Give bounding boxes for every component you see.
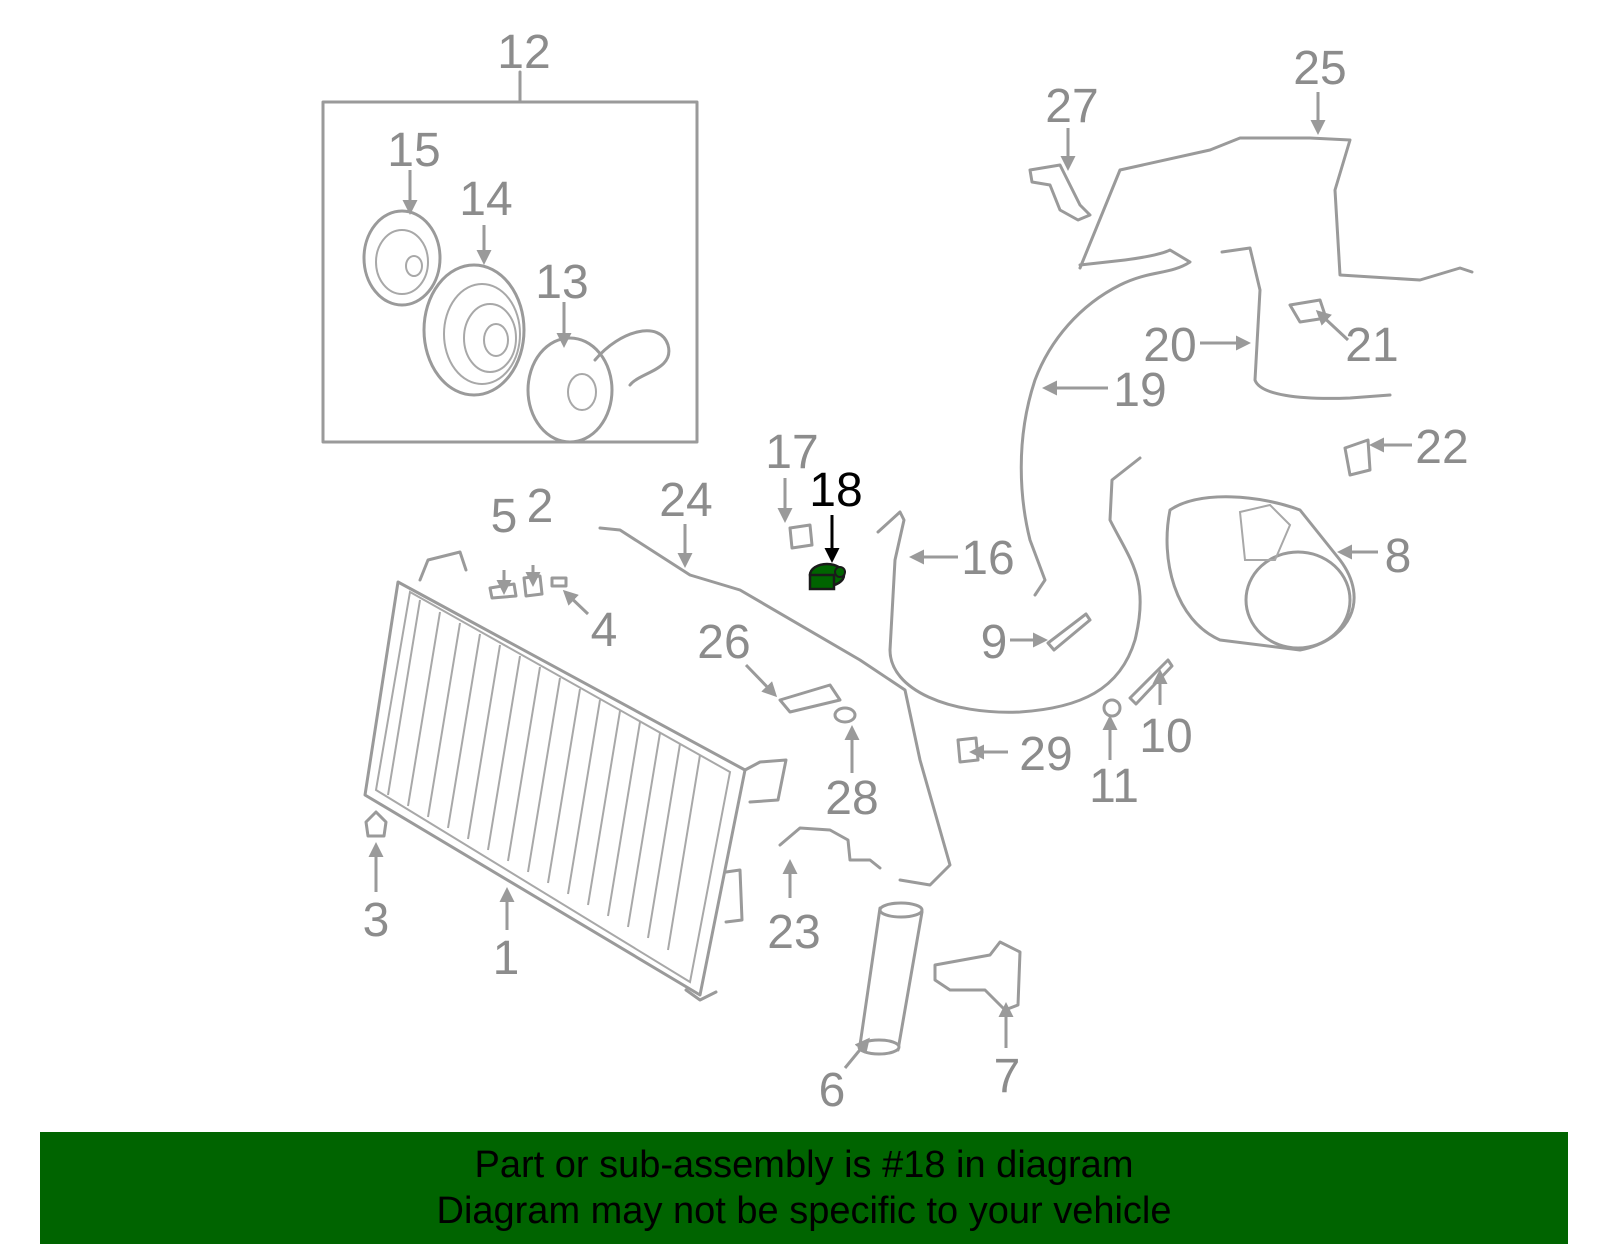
callout-28: 28	[825, 772, 878, 825]
callout-labels: 12 15 14 13 5 2 4 3 1 6 7 8 9 10 11 16 1…	[363, 26, 1469, 1117]
valve-core-part-10[interactable]	[1128, 658, 1174, 706]
refrigerant-line-25[interactable]	[1078, 136, 1474, 282]
bracket-part-26[interactable]	[778, 683, 842, 714]
callout-5: 5	[491, 490, 518, 543]
drier-bracket-part[interactable]	[933, 940, 1022, 1012]
callout-13: 13	[535, 256, 588, 309]
field-coil-part[interactable]	[526, 329, 671, 444]
o-ring-part-28[interactable]	[833, 706, 857, 724]
callout-4: 4	[591, 604, 618, 657]
refrigerant-line-24[interactable]	[598, 526, 952, 887]
callout-17: 17	[765, 426, 818, 479]
clip-part-17[interactable]	[788, 523, 814, 550]
condenser-part[interactable]	[363, 550, 788, 1002]
line-23[interactable]	[778, 826, 882, 870]
clutch-kit-box[interactable]	[321, 70, 699, 444]
callout-26: 26	[697, 616, 750, 669]
clutch-hub-part[interactable]	[362, 209, 442, 307]
callout-3: 3	[363, 894, 390, 947]
receiver-drier-part[interactable]	[857, 901, 924, 1056]
callout-12: 12	[497, 26, 550, 79]
pulley-part[interactable]	[422, 263, 526, 397]
bracket-part-27[interactable]	[1028, 163, 1092, 222]
callout-11: 11	[1089, 760, 1139, 813]
callout-24: 24	[659, 474, 712, 527]
clip-part-22[interactable]	[1343, 438, 1372, 477]
refrigerant-line-19[interactable]	[1019, 248, 1192, 597]
callout-20: 20	[1143, 319, 1196, 372]
callout-9: 9	[981, 616, 1008, 669]
banner-line-1: Part or sub-assembly is #18 in diagram	[474, 1144, 1134, 1186]
banner-line-2: Diagram may not be specific to your vehi…	[436, 1190, 1172, 1232]
switch-part-29[interactable]	[956, 736, 980, 764]
callout-21: 21	[1345, 319, 1398, 372]
callout-22: 22	[1415, 421, 1468, 474]
callout-10: 10	[1139, 710, 1192, 763]
callout-18: 18	[809, 464, 862, 517]
callout-19: 19	[1113, 364, 1166, 417]
cap-part-11[interactable]	[1102, 698, 1122, 718]
callout-15: 15	[387, 124, 440, 177]
callout-8: 8	[1385, 530, 1412, 583]
callout-2: 2	[527, 480, 554, 533]
callout-7: 7	[994, 1050, 1021, 1103]
refrigerant-line-20[interactable]	[1220, 246, 1392, 400]
grommet-part-3[interactable]	[364, 810, 388, 838]
callout-27: 27	[1045, 80, 1098, 133]
callout-16: 16	[961, 532, 1014, 585]
bracket-part-21[interactable]	[1288, 298, 1328, 324]
info-banner: Part or sub-assembly is #18 in diagram D…	[40, 1132, 1568, 1244]
compressor-part[interactable]	[1165, 495, 1356, 652]
callout-14: 14	[459, 173, 512, 226]
highlighted-part-18[interactable]	[808, 562, 846, 591]
leader-arrows	[368, 92, 1412, 1069]
callout-25: 25	[1293, 42, 1346, 95]
refrigerant-line-16[interactable]	[876, 456, 1142, 714]
valve-part-9[interactable]	[1046, 612, 1092, 652]
clip-part-4[interactable]	[550, 576, 568, 588]
callout-23: 23	[767, 906, 820, 959]
callout-29: 29	[1019, 728, 1072, 781]
callout-6: 6	[819, 1064, 846, 1117]
callout-1: 1	[493, 932, 520, 985]
